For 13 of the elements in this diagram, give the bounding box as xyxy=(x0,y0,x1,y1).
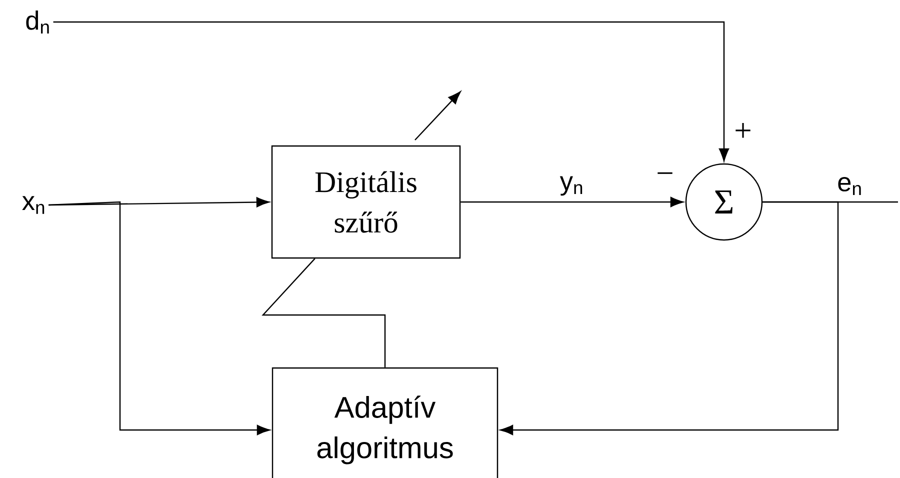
arrow xyxy=(500,201,839,436)
summing-junction: Σ xyxy=(685,163,763,241)
sign-label: − xyxy=(658,172,672,174)
edge-label: e$_{n}$ xyxy=(838,177,861,195)
algorithm-box: Adaptív algoritmus xyxy=(272,367,498,478)
signal-label: d$_{n}$ xyxy=(26,10,49,34)
filter-box: Digitális szűrő xyxy=(271,145,461,259)
arrow xyxy=(48,201,270,436)
edge-label: y$_{n}$ xyxy=(560,176,582,196)
sign-label: + xyxy=(736,123,750,138)
signal-label: x$_{n}$ xyxy=(22,196,44,214)
arrow xyxy=(460,196,684,208)
arrow xyxy=(53,21,730,162)
